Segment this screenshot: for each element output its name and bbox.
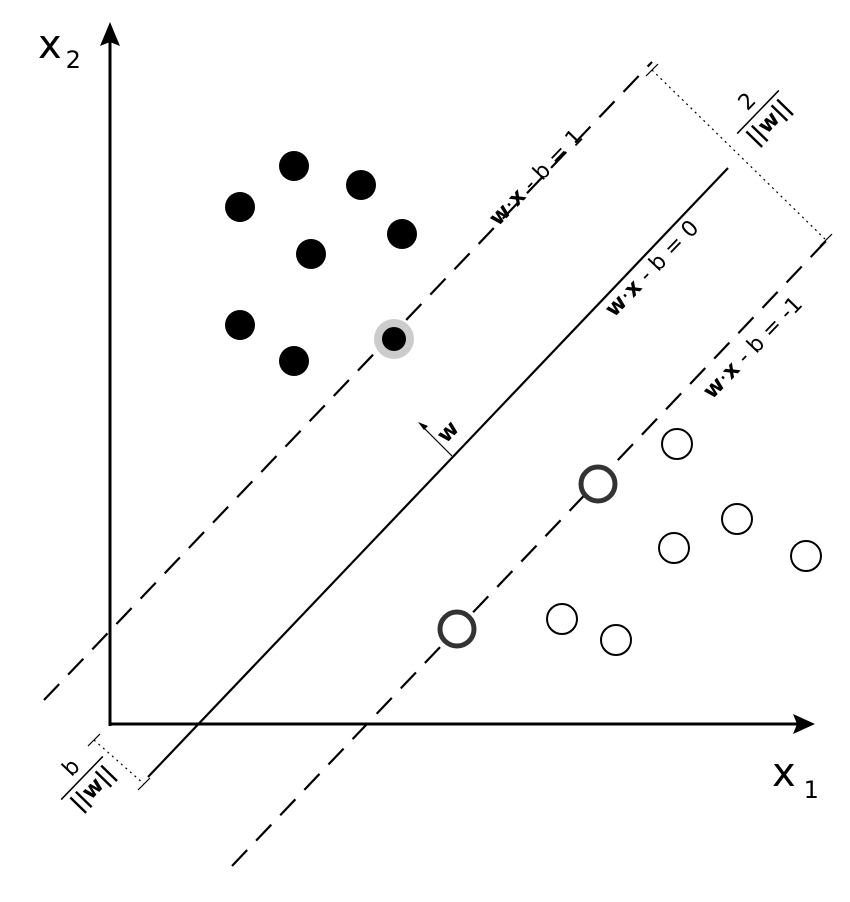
offset-numerator: b [58, 754, 86, 781]
normal-vector-label: w [432, 416, 464, 448]
negative-support-vector [578, 464, 618, 504]
positive-point [279, 151, 309, 181]
y-axis-subscript: 2 [66, 46, 81, 74]
offset-fraction: b ||w|| [58, 754, 121, 816]
margin-tick-bottom [819, 233, 833, 247]
positive-point [225, 192, 255, 222]
positive-point [346, 170, 376, 200]
positive-support-vector [382, 327, 406, 351]
data-points [225, 151, 822, 656]
normal-vector-arrow-icon [418, 422, 428, 430]
normal-vector-line [421, 425, 453, 457]
normal-vector: w [418, 416, 464, 457]
negative-point [721, 503, 753, 535]
offset-measure [87, 733, 151, 791]
margin-fraction: 2 ||w|| [734, 88, 797, 150]
upper-margin-equation: w·x - b = 1 [484, 125, 588, 231]
y-axis-arrow-icon [100, 22, 120, 46]
positive-point [296, 239, 326, 269]
offset-dotted [93, 739, 145, 785]
negative-point [790, 540, 822, 572]
negative-point [658, 532, 690, 564]
lower-margin-line [231, 240, 827, 867]
x-axis-arrow-icon [793, 714, 815, 734]
decision-boundary-equation: w·x - b = 0 [600, 216, 704, 322]
positive-point [387, 219, 417, 249]
positive-point [225, 310, 255, 340]
offset-tick-bottom [137, 777, 151, 791]
upper-margin-line [43, 61, 653, 701]
x-axis-subscript: 1 [804, 776, 819, 804]
axes [100, 22, 815, 734]
margin-dotted-top [651, 69, 827, 241]
margin-tick-top [645, 63, 659, 77]
positive-point [279, 346, 309, 376]
margin-measure [645, 63, 833, 247]
negative-support-vector [437, 609, 477, 649]
margin-fraction-bar [736, 89, 780, 135]
lower-margin-equation: w·x - b = -1 [698, 292, 808, 404]
offset-fraction-bar [60, 755, 104, 801]
offset-tick-top [87, 733, 101, 747]
negative-point [661, 428, 693, 460]
negative-point [600, 624, 632, 656]
margin-numerator: 2 [734, 88, 762, 115]
negative-point [546, 603, 578, 635]
decision-boundary-line [147, 167, 729, 778]
